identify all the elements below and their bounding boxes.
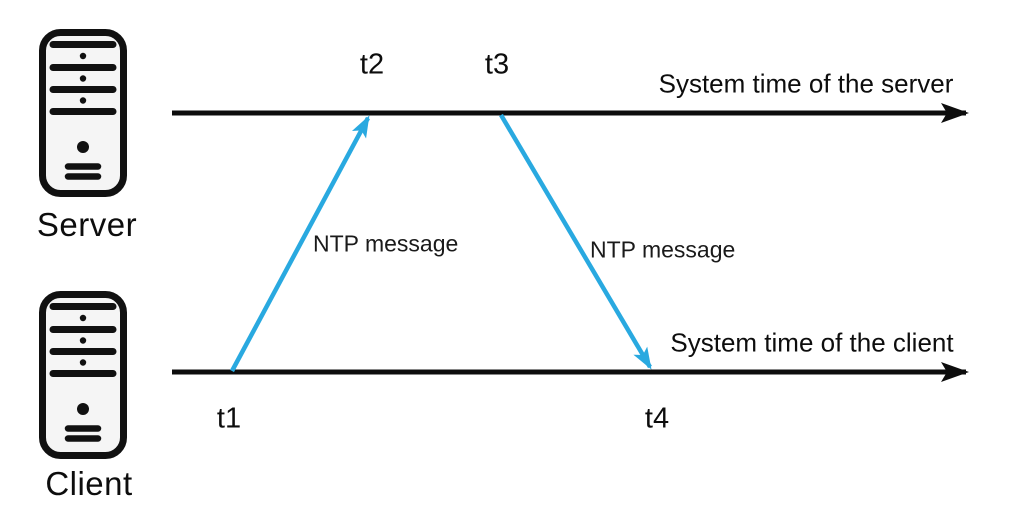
timestamp-t2: t2	[359, 48, 385, 81]
timestamp-t1: t1	[216, 402, 242, 435]
server-node-label: Server	[36, 206, 138, 243]
timestamp-t4: t4	[644, 402, 670, 435]
timestamp-t3: t3	[484, 48, 510, 81]
ntp-response-arrow	[499, 113, 652, 370]
ntp-request-arrow	[230, 115, 370, 373]
ntp-response-label: NTP message	[590, 236, 736, 263]
server-timeline-label: System time of the server	[658, 68, 954, 99]
client-timeline-label: System time of the client	[670, 327, 954, 358]
server-icon	[38, 28, 128, 198]
ntp-request-label: NTP message	[313, 230, 459, 257]
client-icon	[38, 290, 128, 460]
client-node-label: Client	[45, 465, 133, 502]
